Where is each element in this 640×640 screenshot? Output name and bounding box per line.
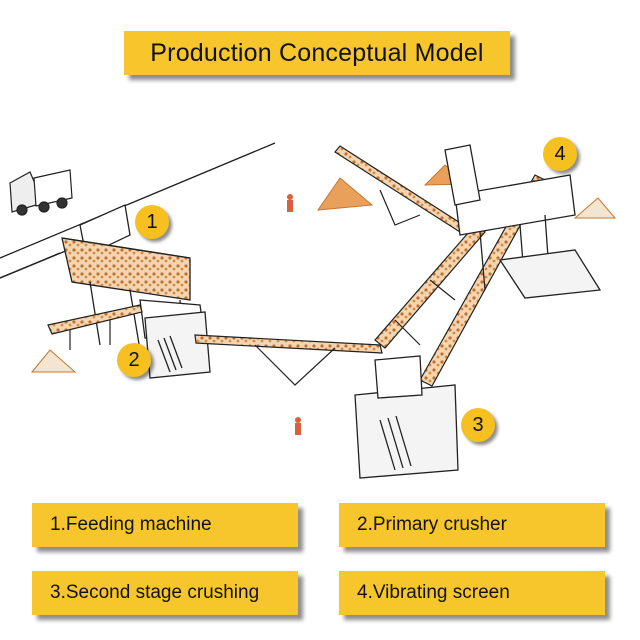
marker-2: 2	[117, 343, 151, 377]
vibrating-screen	[444, 144, 602, 299]
marker-4: 4	[543, 137, 577, 171]
legend-label: 1.Feeding machine	[50, 514, 212, 535]
legend-vibrating-screen: 4.Vibrating screen	[339, 571, 605, 615]
legend-primary-crusher: 2.Primary crusher	[339, 503, 605, 547]
left-conveyor	[47, 304, 143, 350]
page-title: Production Conceptual Model	[124, 31, 510, 75]
legend-label: 4.Vibrating screen	[357, 582, 510, 603]
secondary-crusher	[354, 355, 459, 479]
legend-feeding-machine: 1.Feeding machine	[32, 503, 298, 547]
transfer-conveyor	[194, 334, 383, 386]
workers	[287, 194, 301, 435]
dump-truck	[9, 169, 73, 216]
marker-1: 1	[135, 205, 169, 239]
top-conveyor	[334, 145, 466, 233]
legend-label: 3.Second stage crushing	[50, 582, 260, 603]
inclined-conveyor-a	[374, 224, 486, 349]
marker-3: 3	[461, 408, 495, 442]
legend-label: 2.Primary crusher	[357, 514, 507, 535]
legend-second-stage-crushing: 3.Second stage crushing	[32, 571, 298, 615]
primary-crusher	[144, 311, 211, 379]
